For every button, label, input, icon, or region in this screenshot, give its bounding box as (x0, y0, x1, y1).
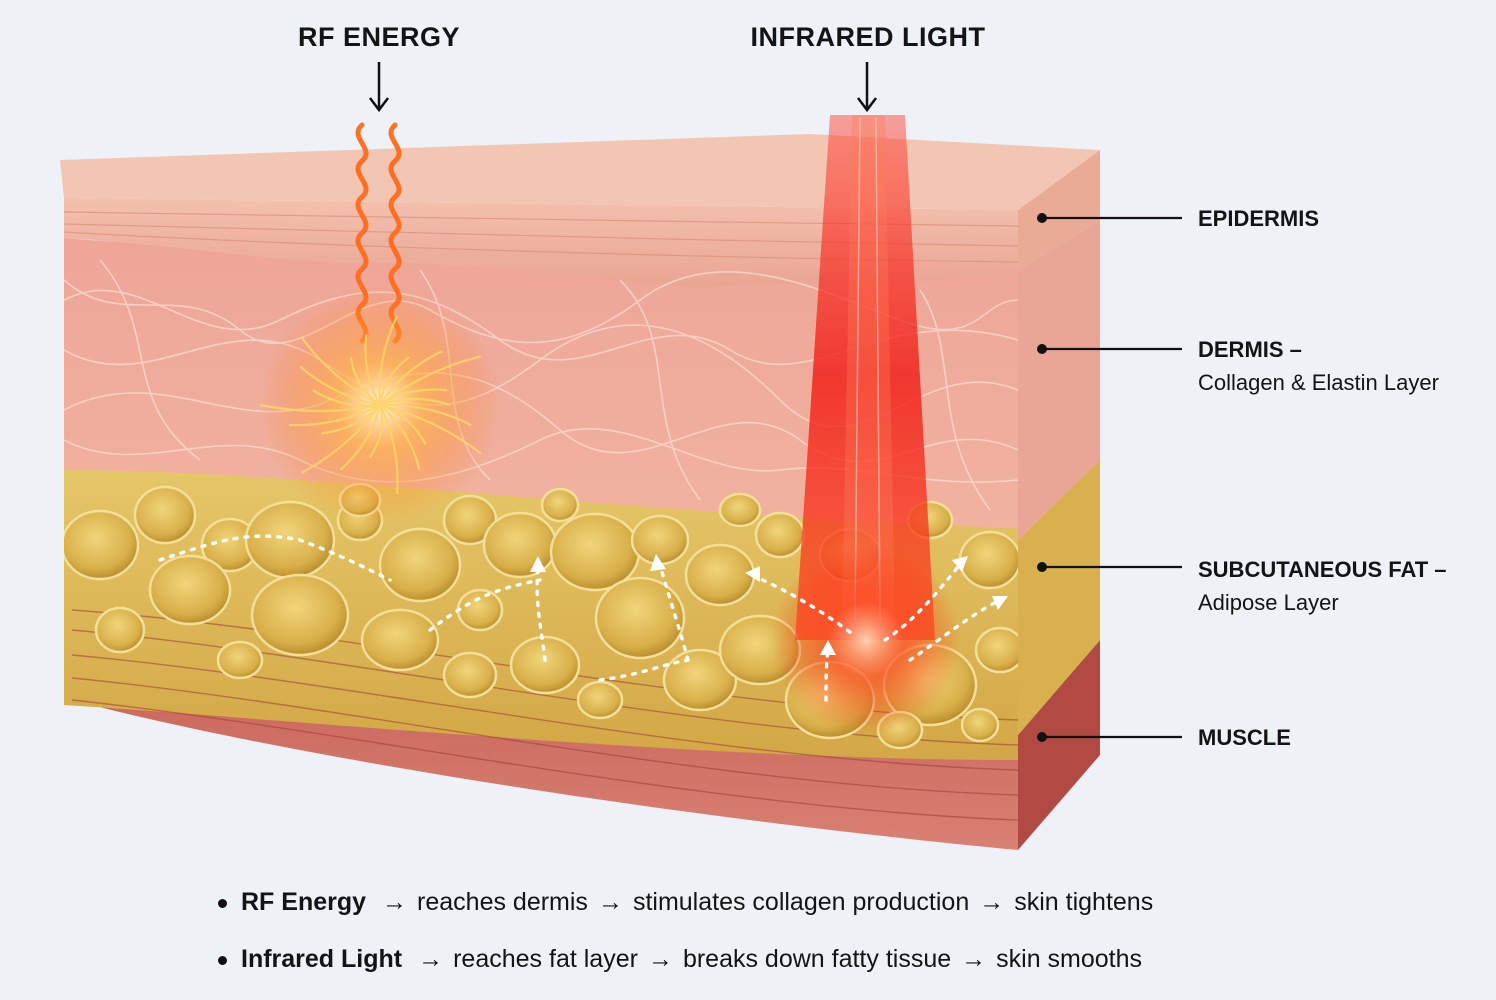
side-face-muscle (1018, 640, 1100, 850)
epidermis-layer (64, 198, 1018, 288)
rf-energy-ray (378, 315, 399, 406)
layer-leader-lines (1042, 216, 1182, 739)
rf-energy-ray (378, 356, 410, 406)
legend-step: skin smooths (996, 945, 1143, 973)
fat-cell (216, 640, 264, 680)
top-surface (60, 134, 1100, 210)
rf-energy-ray (369, 404, 384, 458)
rf-energy-ray (300, 404, 381, 474)
rf-energy-ray (379, 404, 421, 471)
layer-name: SUBCUTANEOUS FAT – (1198, 557, 1447, 582)
rf-energy-ray (379, 388, 448, 406)
bullet-icon (218, 898, 227, 908)
rf-energy-ray (379, 404, 399, 495)
rf-energy-ray (379, 403, 472, 427)
arrow-right-icon: → (979, 888, 1005, 916)
fat-cell (482, 511, 558, 579)
layer-description: Collagen & Elastin Layer (1198, 370, 1439, 395)
fat-cell (684, 543, 756, 607)
legend-step: breaks down fatty tissue (682, 945, 952, 973)
rf-energy-ray (379, 403, 482, 455)
fat-cell (754, 511, 806, 559)
infrared-light-beam (771, 115, 961, 735)
heat-arrow-heads (530, 554, 1008, 655)
layer-name: MUSCLE (1198, 725, 1291, 750)
layer-name: EPIDERMIS (1198, 206, 1320, 231)
fat-cell (960, 707, 1000, 743)
legend-item-infrared-light: Infrared Light → reaches fat layer → breaks … (218, 945, 1142, 974)
leader-line-dots (1037, 213, 1047, 742)
arrow-right-icon: → (597, 888, 623, 916)
rf-energy-ray (299, 365, 381, 407)
fat-cell (360, 608, 440, 672)
fat-cell (64, 509, 140, 581)
fat-cell (133, 485, 197, 545)
fat-cell (509, 635, 581, 695)
fat-cell (540, 487, 580, 523)
rf-energy-ray (379, 350, 443, 406)
fat-cell (250, 573, 350, 657)
side-face-dermis (1018, 220, 1100, 540)
fat-cell (662, 648, 738, 712)
fat-cell (549, 512, 641, 592)
legend-step: reaches dermis (417, 888, 588, 916)
layer-label-dermis: DERMIS – Collagen & Elastin Layer (1198, 333, 1439, 399)
layer-label-subcutaneous-fat: SUBCUTANEOUS FAT – Adipose Layer (1198, 553, 1447, 619)
rf-energy-ray (379, 355, 482, 406)
rf-energy-ray (364, 334, 381, 406)
infrared-light-label: INFRARED LIGHT (750, 22, 986, 52)
infrared-heat-glow (771, 545, 961, 735)
fat-cell (244, 500, 336, 580)
legend-item-rf-energy: RF Energy → reaches dermis → stimulates coll… (218, 888, 1153, 917)
fat-cell (576, 680, 624, 720)
rf-energy-ray (312, 389, 381, 407)
fat-cell (456, 588, 504, 632)
fat-cell (148, 554, 232, 626)
rf-energy-label: RF ENERGY (297, 22, 461, 52)
down-arrows (369, 62, 877, 113)
fat-cell (718, 492, 762, 528)
rf-energy-ray (339, 404, 382, 471)
legend-term: Infrared Light (241, 945, 403, 973)
side-face-fat (1018, 460, 1100, 735)
layer-description: Adipose Layer (1198, 590, 1339, 615)
legend-step: skin tightens (1014, 888, 1154, 916)
legend-term: RF Energy (241, 888, 367, 916)
bullet-icon (218, 955, 227, 965)
fat-cell (630, 514, 690, 566)
rf-energy-ray (349, 357, 381, 406)
rf-energy-waves (259, 122, 500, 525)
layer-label-muscle: MUSCLE (1198, 721, 1291, 754)
rf-energy-ray (259, 403, 381, 413)
fat-cell (378, 527, 462, 603)
rf-energy-ray (288, 404, 381, 427)
fat-cell (958, 530, 1018, 590)
rf-energy-ray (300, 336, 381, 406)
rf-energy-ray (379, 403, 427, 446)
arrow-right-icon: → (647, 945, 673, 973)
arrow-right-icon: → (382, 888, 408, 916)
fat-cell (974, 626, 1018, 674)
layer-label-epidermis: EPIDERMIS (1198, 202, 1319, 235)
fat-cell (94, 606, 146, 654)
fat-cell (442, 651, 498, 699)
side-face-epidermis (1018, 150, 1100, 270)
fat-cell (594, 576, 686, 660)
arrow-right-icon: → (961, 945, 987, 973)
legend-step: reaches fat layer (453, 945, 638, 973)
legend-step: stimulates collagen production (632, 888, 970, 916)
arrow-right-icon: → (418, 945, 444, 973)
layer-name: DERMIS – (1198, 337, 1302, 362)
rf-energy-ray (320, 404, 381, 435)
rf-energy-ray (379, 397, 451, 407)
